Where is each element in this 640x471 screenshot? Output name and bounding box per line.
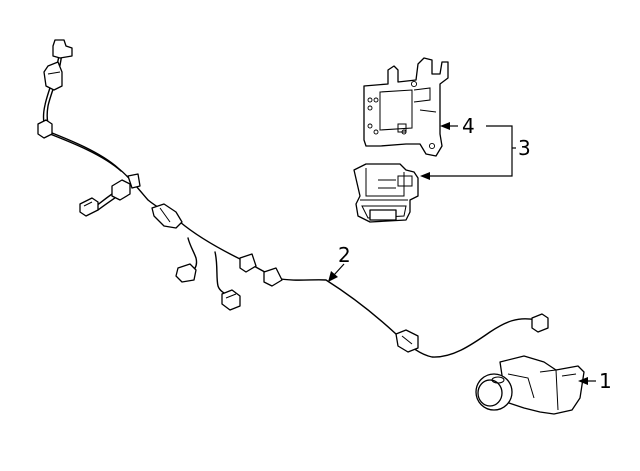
harness-clip-mid [111,173,141,201]
wiring-harness [42,47,545,358]
arrowhead-4 [440,122,450,130]
harness-top-connector [43,39,73,91]
control-module [353,163,419,223]
harness-branch-connector-2 [221,289,241,311]
leader-lines [328,122,596,385]
module-bracket [363,57,449,157]
leader-2 [333,263,345,276]
callout-3: 3 [518,136,531,160]
harness-clip-lower [239,253,283,287]
harness-end-connector [531,313,549,333]
callout-1: 1 [599,369,612,393]
parking-sensor [475,355,585,415]
harness-grommet [151,203,183,229]
arrowhead-1 [578,377,588,385]
leader-3 [428,125,513,177]
harness-grommet-lower [395,329,419,353]
harness-branch-connector-1 [175,263,197,283]
callout-2: 2 [338,243,351,267]
harness-clip-upper [37,119,53,139]
harness-left-connector [79,197,99,217]
callout-4: 4 [462,114,475,138]
arrowhead-2 [328,271,338,282]
arrowhead-3 [420,172,430,180]
